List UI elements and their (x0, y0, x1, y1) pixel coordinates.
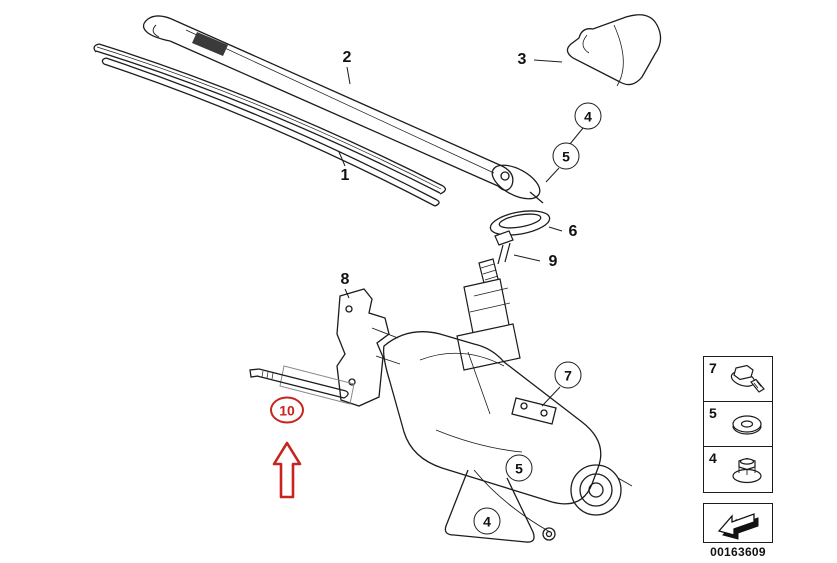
callout-nut-top: 4 (574, 102, 602, 130)
washer-icon (732, 415, 762, 435)
bracket-art (336, 288, 401, 407)
diagram-part-number: 00163609 (710, 545, 766, 559)
callout-pin: 9 (548, 253, 558, 270)
crank-arm-art (444, 469, 556, 543)
wiper-blade-art (93, 43, 447, 207)
screw-icon (730, 364, 765, 393)
spindle-art (456, 258, 521, 371)
part-10-rod-art (249, 365, 355, 405)
callout-washer-top: 5 (552, 142, 580, 170)
direction-arrow-icon (717, 513, 759, 540)
callout-nut-motor: 4 (473, 507, 501, 535)
leader-lines (338, 59, 584, 407)
legend-label-flange-nut: 4 (709, 450, 717, 466)
legend-label-washer: 5 (709, 405, 717, 421)
callout-cap: 6 (568, 223, 578, 240)
legend-row-washer: 5 (704, 402, 772, 447)
flange-nut-icon (732, 457, 762, 484)
legend-label-screw: 7 (709, 360, 717, 376)
direction-arrow-box (703, 503, 773, 543)
callout-cover: 3 (517, 51, 527, 68)
callout-bracket: 8 (340, 271, 350, 288)
callout-blade: 1 (340, 167, 350, 184)
arm-pivot-art (491, 164, 544, 204)
callout-highlight-10: 10 (270, 396, 304, 424)
wiper-arm-art (142, 15, 514, 191)
pin-art (494, 230, 514, 265)
callout-motor: 7 (554, 361, 582, 389)
cover-cap-art (566, 14, 662, 87)
red-direction-arrow (272, 441, 302, 499)
fastener-legend: 7 5 4 (703, 356, 773, 493)
callout-arm: 2 (342, 49, 352, 66)
motor-housing-art (382, 331, 633, 516)
legend-row-screw: 7 (704, 357, 772, 402)
callout-washer-motor: 5 (505, 454, 533, 482)
legend-row-flange-nut: 4 (704, 447, 772, 492)
spindle-cap-art (489, 210, 551, 236)
